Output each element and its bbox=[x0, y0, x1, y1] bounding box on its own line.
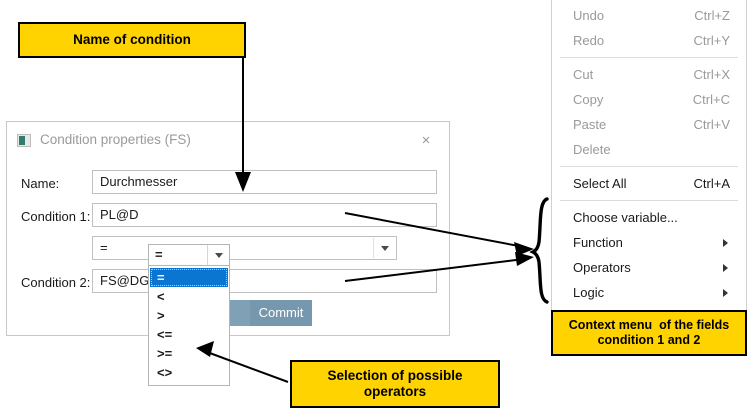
menu-item-label: Select All bbox=[573, 176, 627, 191]
menu-item-shortcut: Ctrl+Y bbox=[693, 33, 730, 48]
operator-option[interactable]: <> bbox=[157, 365, 173, 380]
operator-option[interactable]: < bbox=[157, 289, 165, 304]
condition-2-input[interactable]: FS@DG bbox=[92, 269, 437, 293]
condition-2-label: Condition 2: bbox=[21, 275, 91, 290]
menu-separator bbox=[560, 200, 738, 201]
operator-dropdown-combo[interactable]: = bbox=[148, 244, 230, 266]
menu-item-label: Delete bbox=[573, 142, 611, 157]
operator-option[interactable]: <= bbox=[157, 327, 173, 342]
menu-separator bbox=[560, 166, 738, 167]
menu-item-label: Logic bbox=[573, 285, 605, 300]
menu-item-label: Cut bbox=[573, 67, 594, 82]
chevron-right-icon bbox=[723, 288, 728, 297]
caret-glyph bbox=[380, 246, 389, 251]
menu-item-shortcut: Ctrl+Z bbox=[694, 8, 730, 23]
name-label: Name: bbox=[21, 176, 60, 191]
menu-item-delete: Delete bbox=[552, 137, 746, 162]
condition-1-label: Condition 1: bbox=[21, 209, 91, 224]
operator-option[interactable]: = bbox=[150, 268, 228, 287]
chevron-down-icon[interactable] bbox=[207, 245, 229, 265]
menu-item-shortcut: Ctrl+V bbox=[693, 117, 730, 132]
menu-item-label: Choose variable... bbox=[573, 210, 678, 225]
menu-item-function[interactable]: Function bbox=[552, 230, 746, 255]
operator-dropdown[interactable]: = =<><=>=<> bbox=[148, 244, 230, 386]
chevron-right-icon bbox=[723, 263, 728, 272]
commit-button[interactable]: Commit bbox=[250, 300, 312, 326]
operator-option[interactable]: > bbox=[157, 308, 165, 323]
curly-brace bbox=[529, 197, 549, 304]
operator-select-value: = bbox=[100, 240, 108, 255]
menu-separator bbox=[560, 57, 738, 58]
menu-item-label: Paste bbox=[573, 117, 607, 132]
menu-item-cut: Cut Ctrl+X bbox=[552, 62, 746, 87]
menu-item-operators[interactable]: Operators bbox=[552, 255, 746, 280]
caret-glyph bbox=[214, 253, 223, 258]
callout-context-menu: Context menu of the fields condition 1 a… bbox=[551, 310, 747, 356]
menu-item-undo: Undo Ctrl+Z bbox=[552, 3, 746, 28]
menu-item-choose-variable[interactable]: Choose variable... bbox=[552, 205, 746, 230]
menu-item-copy: Copy Ctrl+C bbox=[552, 87, 746, 112]
menu-item-shortcut: Ctrl+A bbox=[693, 176, 730, 191]
context-menu[interactable]: Undo Ctrl+Z Redo Ctrl+Y Cut Ctrl+X Copy Ctrl+C P… bbox=[551, 0, 747, 333]
operator-option[interactable]: >= bbox=[157, 346, 173, 361]
menu-item-label: Undo bbox=[573, 8, 605, 23]
menu-item-paste: Paste Ctrl+V bbox=[552, 112, 746, 137]
chevron-down-icon[interactable] bbox=[373, 238, 395, 258]
operator-dropdown-value: = bbox=[155, 247, 163, 262]
callout-selection-of-operators: Selection of possible operators bbox=[290, 360, 500, 408]
menu-item-label: Function bbox=[573, 235, 623, 250]
chevron-right-icon bbox=[723, 238, 728, 247]
menu-item-logic[interactable]: Logic bbox=[552, 280, 746, 305]
operator-select-closed[interactable]: = bbox=[92, 236, 397, 260]
menu-item-shortcut: Ctrl+X bbox=[693, 67, 730, 82]
dialog-title: Condition properties (FS) bbox=[40, 132, 191, 147]
app-window-icon bbox=[17, 134, 31, 147]
dialog-titlebar: Condition properties (FS) × bbox=[7, 122, 449, 158]
operator-option-list[interactable]: =<><=>=<> bbox=[148, 266, 230, 386]
menu-item-select-all[interactable]: Select All Ctrl+A bbox=[552, 171, 746, 196]
condition-1-input[interactable]: PL@D bbox=[92, 203, 437, 227]
callout-name-of-condition: Name of condition bbox=[18, 22, 246, 58]
name-input[interactable]: Durchmesser bbox=[92, 170, 437, 194]
menu-item-label: Operators bbox=[573, 260, 631, 275]
close-icon[interactable]: × bbox=[421, 132, 431, 149]
menu-item-label: Redo bbox=[573, 33, 605, 48]
menu-item-redo: Redo Ctrl+Y bbox=[552, 28, 746, 53]
menu-item-label: Copy bbox=[573, 92, 604, 107]
menu-item-shortcut: Ctrl+C bbox=[692, 92, 730, 107]
